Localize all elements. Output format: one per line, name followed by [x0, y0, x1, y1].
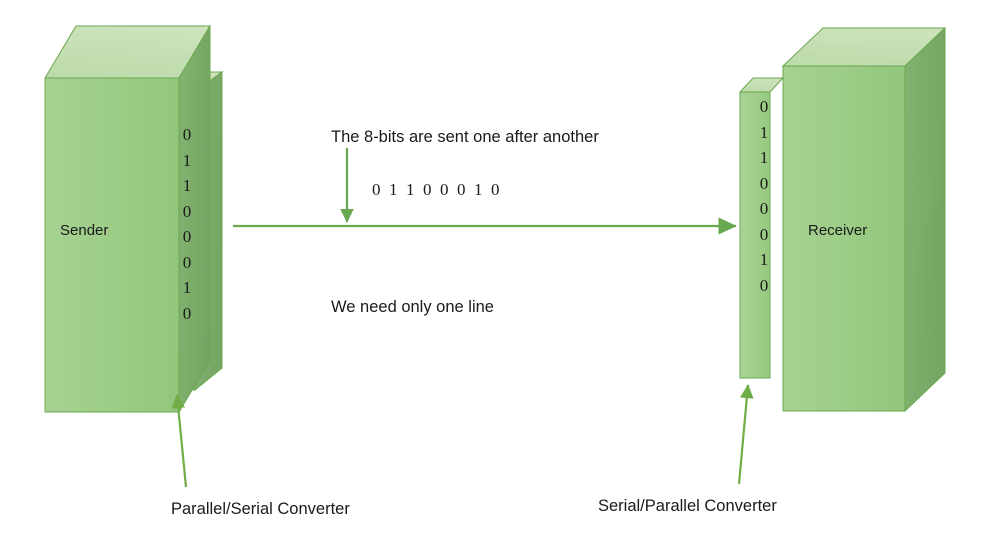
receiver-bit: 1 — [759, 250, 769, 269]
caption-serial-parallel-converter: Serial/Parallel Converter — [598, 497, 777, 515]
note-single-line: We need only one line — [331, 298, 494, 316]
serial-parallel-converter-arrow — [737, 384, 754, 485]
receiver-bit: 0 — [759, 97, 769, 116]
serial-bitstream-text: 0 1 1 0 0 0 1 0 — [372, 180, 500, 199]
sender-bit-column: 0 1 1 0 0 0 1 0 — [175, 122, 199, 326]
sender-bit: 1 — [182, 176, 192, 195]
receiver-bit: 0 — [759, 199, 769, 218]
parallel-serial-converter-arrow — [171, 394, 188, 488]
receiver-bit: 0 — [759, 275, 769, 295]
sender-label: Sender — [60, 222, 109, 239]
sender-bit: 1 — [182, 278, 192, 297]
receiver-bit: 1 — [759, 148, 769, 167]
sender-bit: 0 — [182, 201, 192, 221]
receiver-bit: 1 — [759, 122, 769, 142]
caption-parallel-serial-converter: Parallel/Serial Converter — [171, 500, 350, 518]
sender-bit: 0 — [182, 252, 192, 272]
receiver-bit: 0 — [759, 224, 769, 244]
receiver-bit: 0 — [759, 173, 769, 193]
receiver-box — [781, 26, 947, 413]
sender-bit: 0 — [182, 303, 192, 323]
receiver-converter-strip — [738, 77, 785, 379]
note-bits-sent-sequentially: The 8-bits are sent one after another — [331, 128, 599, 146]
receiver-bit-column: 0 1 1 0 0 0 1 0 — [752, 94, 776, 298]
receiver-label: Receiver — [808, 222, 868, 239]
sender-bit: 1 — [182, 150, 192, 170]
sender-bit: 0 — [182, 227, 192, 246]
sender-box — [44, 24, 211, 414]
sender-bit: 0 — [182, 125, 192, 144]
